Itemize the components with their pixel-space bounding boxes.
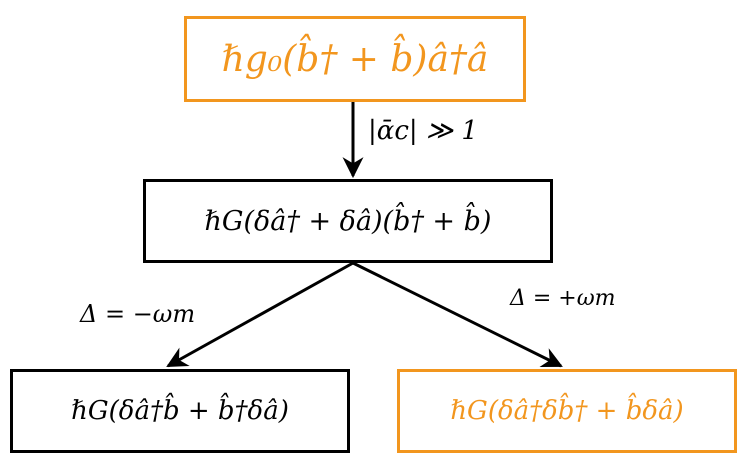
left-branch-label: Δ = −ωm [80, 300, 196, 328]
linearized-hamiltonian-text: ℏG(δâ† + δâ)(b̂† + b̂) [204, 205, 492, 237]
arrow-middle-to-bottom-left [166, 261, 354, 368]
right-branch-label: Δ = +ωm [510, 286, 616, 311]
beam-splitter-hamiltonian-box: ℏG(δâ†b̂ + b̂†δâ) [10, 369, 350, 453]
arrow-middle-to-bottom-right [352, 261, 563, 368]
condition-label: |ᾱc| ≫ 1 [368, 116, 478, 146]
top-hamiltonian-text: ℏg₀(b̂† + b̂)â†â [221, 38, 489, 80]
linearized-hamiltonian-box: ℏG(δâ† + δâ)(b̂† + b̂) [143, 179, 553, 263]
beam-splitter-hamiltonian-text: ℏG(δâ†b̂ + b̂†δâ) [71, 396, 289, 426]
two-mode-squeezing-hamiltonian-box: ℏG(δâ†δb̂† + b̂δâ) [397, 369, 737, 453]
two-mode-squeezing-hamiltonian-text: ℏG(δâ†δb̂† + b̂δâ) [450, 396, 684, 426]
top-hamiltonian-box: ℏg₀(b̂† + b̂)â†â [184, 16, 526, 102]
